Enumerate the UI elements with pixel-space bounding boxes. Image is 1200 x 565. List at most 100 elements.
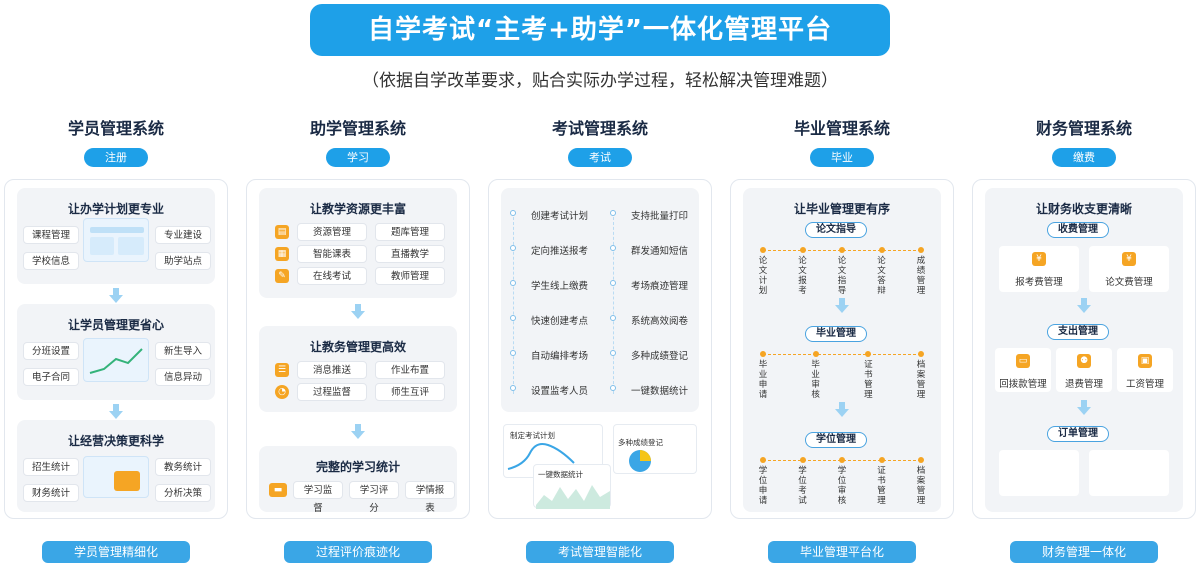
chip-question-bank[interactable]: 题库管理 xyxy=(375,223,445,241)
fin-item-salary[interactable]: ▣ 工资管理 xyxy=(1117,348,1173,392)
stage-step-dot xyxy=(760,247,766,253)
column-title: 财务管理系统 xyxy=(1035,119,1132,138)
section-label-expense[interactable]: 支出管理 xyxy=(1047,324,1109,340)
line-chart-icon xyxy=(89,348,143,374)
block-academic: 让教务管理更高效 ☰ ◔ 消息推送 作业布置 过程监督 师生互评 xyxy=(259,326,457,412)
exam-step-left[interactable]: 定向推送报考 xyxy=(531,246,589,257)
chip-class[interactable]: 分班设置 xyxy=(23,342,79,360)
stage-label[interactable]: 论文指导 xyxy=(805,222,867,238)
exam-step-left[interactable]: 设置监考人员 xyxy=(531,386,589,397)
chip-resource[interactable]: 资源管理 xyxy=(297,223,367,241)
stage-step[interactable]: 论文指导 xyxy=(837,256,847,296)
monitor-icon: ◔ xyxy=(275,385,289,399)
stage-step[interactable]: 论文答辩 xyxy=(877,256,886,296)
page-subtitle: （依据自学改革要求，贴合实际办学过程，轻松解决管理难题） xyxy=(362,71,838,91)
stage-connector xyxy=(763,354,921,355)
exam-step-right[interactable]: 多种成绩登记 xyxy=(631,351,689,362)
exam-step-right[interactable]: 考场痕迹管理 xyxy=(631,281,689,292)
chip-teacher[interactable]: 教师管理 xyxy=(375,267,445,285)
exam-step-dot xyxy=(510,315,516,321)
order-placeholder-left xyxy=(999,450,1079,496)
chip-supervise[interactable]: 过程监督 xyxy=(297,383,367,401)
chip-finance-stats[interactable]: 财务统计 xyxy=(23,484,79,502)
block-title: 让教学资源更丰富 xyxy=(309,202,406,216)
stage-step[interactable]: 论文报考 xyxy=(798,256,807,296)
stage-step[interactable]: 学位申请 xyxy=(758,466,768,506)
block-title: 让财务收支更清晰 xyxy=(1035,202,1132,216)
exam-step-left[interactable]: 创建考试计划 xyxy=(531,211,589,222)
stage-step-dot xyxy=(865,351,872,357)
chip-study-report[interactable]: 学情报表 xyxy=(405,481,455,514)
chip-timetable[interactable]: 智能课表 xyxy=(297,245,367,263)
stage-step[interactable]: 学位考试 xyxy=(798,466,807,506)
chip-online-exam[interactable]: 在线考试 xyxy=(297,267,367,285)
pie-chart-icon xyxy=(629,450,651,472)
chip-course[interactable]: 课程管理 xyxy=(23,226,79,244)
fin-item-thesis-fee[interactable]: ¥ 论文费管理 xyxy=(1089,246,1169,292)
stage-step[interactable]: 毕业申请 xyxy=(758,360,768,400)
exam-step-left[interactable]: 自动编排考场 xyxy=(531,351,589,362)
fee-icon: ¥ xyxy=(1122,252,1136,266)
block-title: 让办学计划更专业 xyxy=(67,202,164,216)
chip-school-info[interactable]: 学校信息 xyxy=(23,252,79,270)
stage-step[interactable]: 成绩管理 xyxy=(916,256,926,296)
column-card: 让办学计划更专业 课程管理 专业建设 学校信息 助学站点 让学员管理更省心 分班… xyxy=(4,179,228,519)
stage-step[interactable]: 论文计划 xyxy=(758,256,768,296)
thumb-label: 一键数据统计 xyxy=(538,470,583,479)
chip-enroll-stats[interactable]: 招生统计 xyxy=(23,458,79,476)
chip-station[interactable]: 助学站点 xyxy=(155,252,211,270)
exam-step-dot xyxy=(510,210,516,216)
column-footer: 考试管理智能化 xyxy=(526,541,674,563)
chip-homework[interactable]: 作业布置 xyxy=(375,361,445,379)
stage-step-dot xyxy=(799,247,806,253)
exam-step-left[interactable]: 快速创建考点 xyxy=(531,316,589,327)
block-decision: 让经营决策更科学 招生统计 教务统计 财务统计 分析决策 xyxy=(17,420,215,512)
fin-item-label: 退费管理 xyxy=(1064,379,1103,390)
chip-study-score[interactable]: 学习评分 xyxy=(349,481,399,514)
report-illustration xyxy=(83,456,149,498)
stage-step[interactable]: 学位审核 xyxy=(837,466,847,506)
exam-step-right[interactable]: 群发通知短信 xyxy=(631,246,689,257)
fin-item-refund-transfer[interactable]: ▭ 回拨款管理 xyxy=(995,348,1051,392)
down-arrow-icon xyxy=(351,304,365,320)
exam-step-dot xyxy=(510,385,516,391)
chip-major[interactable]: 专业建设 xyxy=(155,226,211,244)
column-tag: 注册 xyxy=(84,148,148,167)
chip-study-supervise[interactable]: 学习监督 xyxy=(293,481,343,514)
chip-import[interactable]: 新生导入 xyxy=(155,342,211,360)
chip-review[interactable]: 师生互评 xyxy=(375,383,445,401)
chip-live[interactable]: 直播教学 xyxy=(375,245,445,263)
card-icon: ▬ xyxy=(269,483,287,497)
column-student-management: 学员管理系统 注册 让办学计划更专业 课程管理 专业建设 学校信息 助学站点 让… xyxy=(4,115,228,563)
block-title: 让经营决策更科学 xyxy=(67,434,164,448)
stage-step[interactable]: 档案管理 xyxy=(916,360,926,400)
fin-item-exam-fee[interactable]: ¥ 报考费管理 xyxy=(999,246,1079,292)
exam-step-dot xyxy=(510,280,516,286)
chart-illustration xyxy=(83,338,149,382)
area-chart-icon xyxy=(536,485,610,509)
exam-step-right[interactable]: 一键数据统计 xyxy=(631,386,689,397)
fin-item-refund[interactable]: ⚉ 退费管理 xyxy=(1056,348,1112,392)
wave-chart-icon xyxy=(507,443,575,470)
down-arrow-icon xyxy=(351,424,365,440)
chip-academic-stats[interactable]: 教务统计 xyxy=(155,458,211,476)
chip-analysis[interactable]: 分析决策 xyxy=(155,484,211,502)
down-arrow-icon xyxy=(1077,400,1091,416)
chip-change[interactable]: 信息异动 xyxy=(155,368,211,386)
section-label-orders[interactable]: 订单管理 xyxy=(1047,426,1109,442)
stage-step[interactable]: 证书管理 xyxy=(864,360,873,400)
stage-label[interactable]: 学位管理 xyxy=(805,432,867,448)
exam-step-right[interactable]: 系统高效阅卷 xyxy=(631,316,689,327)
stage-step[interactable]: 毕业审核 xyxy=(811,360,820,400)
chip-contract[interactable]: 电子合同 xyxy=(23,368,79,386)
section-label-income[interactable]: 收费管理 xyxy=(1047,222,1109,238)
stage-step[interactable]: 证书管理 xyxy=(877,466,886,506)
exam-step-right[interactable]: 支持批量打印 xyxy=(631,211,689,222)
stage-step-dot xyxy=(799,457,806,463)
stage-step-dot xyxy=(878,247,885,253)
stage-label[interactable]: 毕业管理 xyxy=(805,326,867,342)
chip-push[interactable]: 消息推送 xyxy=(297,361,367,379)
column-title: 毕业管理系统 xyxy=(793,119,890,138)
stage-step[interactable]: 档案管理 xyxy=(916,466,926,506)
exam-step-left[interactable]: 学生线上缴费 xyxy=(531,281,589,292)
